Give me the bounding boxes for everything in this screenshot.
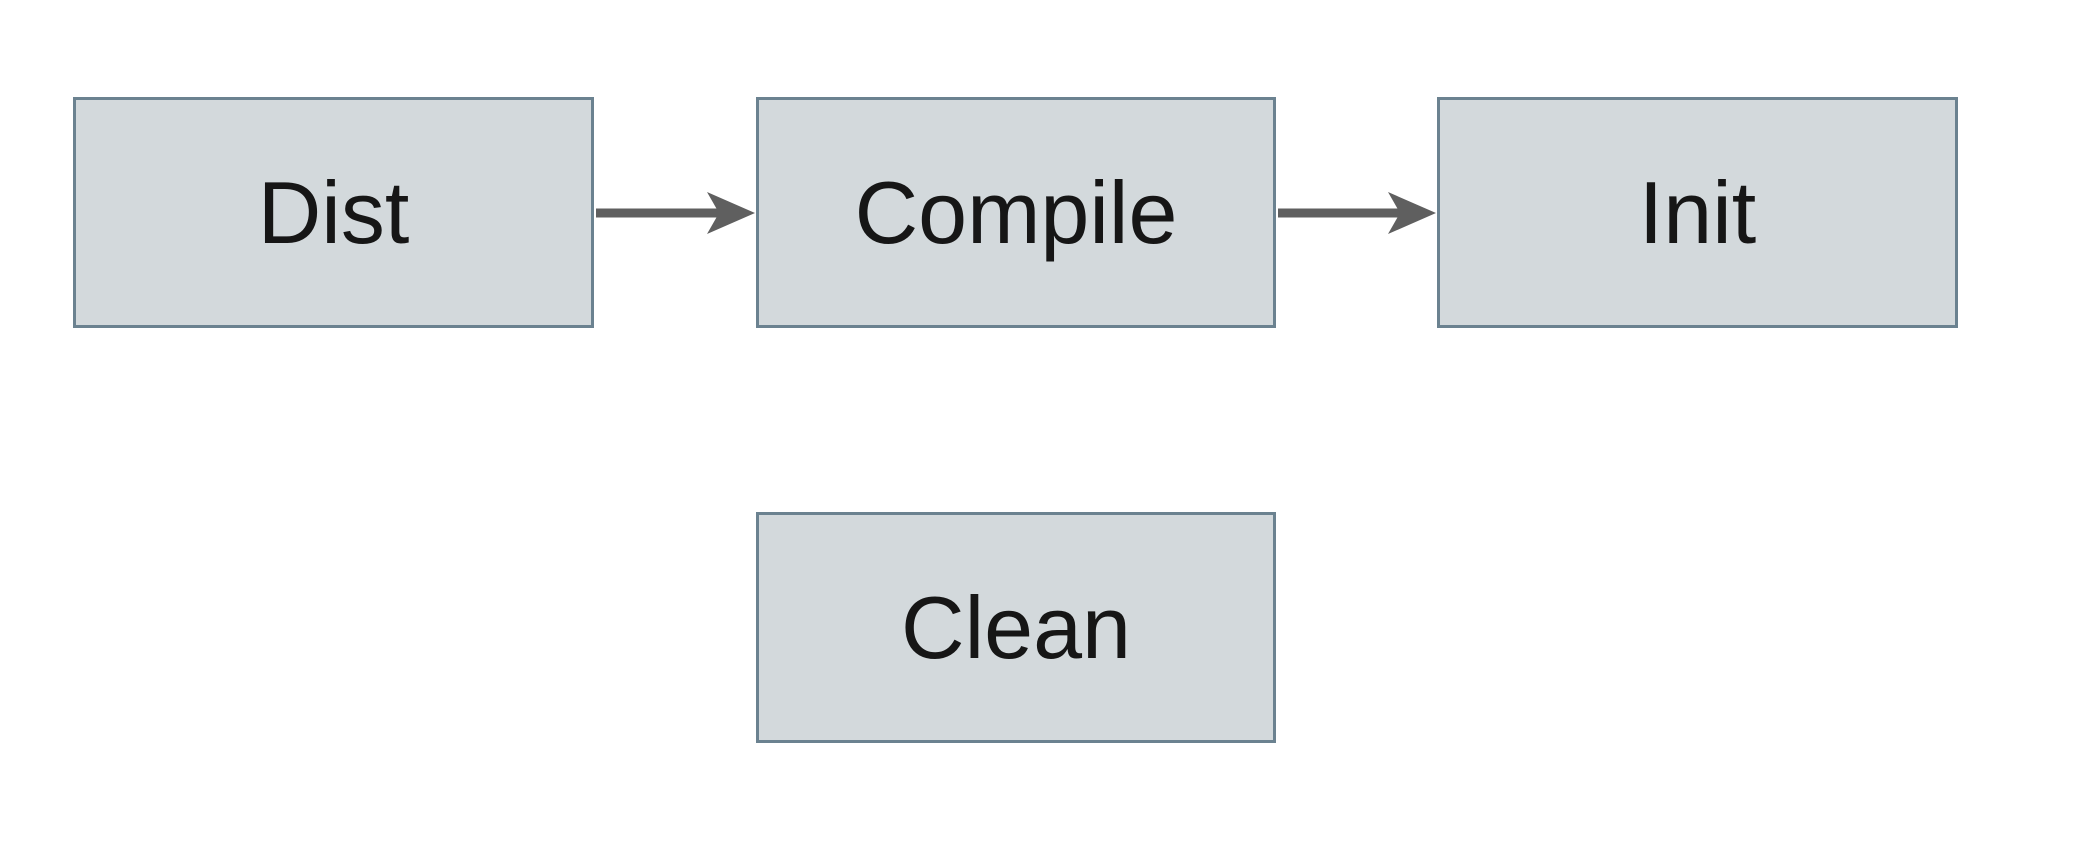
node-clean-label: Clean [901, 577, 1131, 677]
arrow-dist-to-compile [596, 192, 755, 234]
arrow-compile-to-init [1278, 192, 1436, 234]
node-dist-label: Dist [257, 162, 410, 262]
node-clean: Clean [756, 512, 1276, 743]
node-dist: Dist [73, 97, 594, 328]
node-compile: Compile [756, 97, 1276, 328]
arrowhead-icon [707, 192, 755, 234]
node-compile-label: Compile [854, 162, 1178, 262]
node-init-label: Init [1638, 162, 1757, 262]
arrowhead-icon [1388, 192, 1436, 234]
node-init: Init [1437, 97, 1958, 328]
